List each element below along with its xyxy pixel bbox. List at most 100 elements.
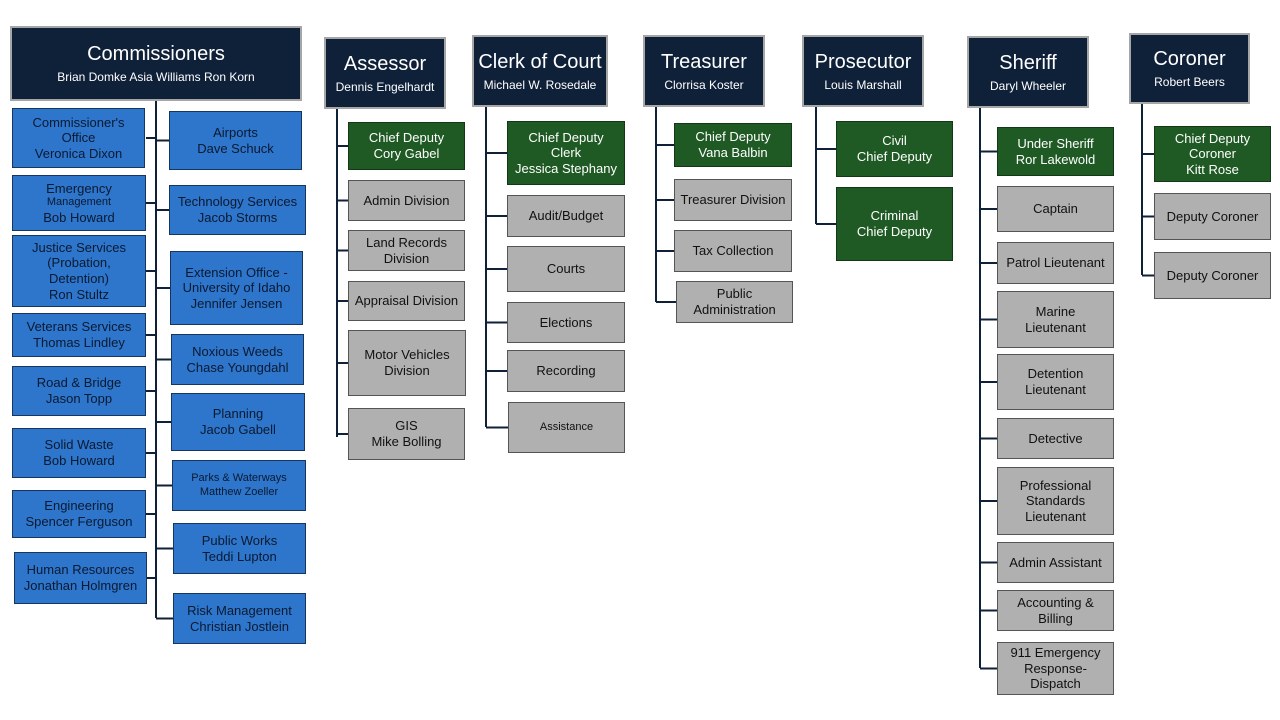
unit-label: Chief Deputy Clerk xyxy=(528,129,604,161)
unit-person: Matthew Zoeller xyxy=(199,485,279,498)
unit-public-administration: Public Administration xyxy=(676,281,793,323)
unit-person: Kitt Rose xyxy=(1186,161,1239,177)
unit-person: Cory Gabel xyxy=(373,146,440,161)
unit-label: Deputy Coroner xyxy=(1166,208,1259,224)
unit-label: Admin Assistant xyxy=(1009,554,1102,570)
unit-label: Courts xyxy=(546,261,586,277)
unit-person: Ror Lakewold xyxy=(1015,151,1096,167)
unit-label: 911 Emergency Response- Dispatch xyxy=(1010,645,1101,692)
unit-person: Mike Bolling xyxy=(371,434,442,449)
coroner-names: Robert Beers xyxy=(1154,75,1225,90)
unit-person: Dave Schuck xyxy=(197,140,274,156)
prosecutor-names: Louis Marshall xyxy=(824,77,902,92)
unit-recording: Recording xyxy=(507,350,625,392)
unit-person: Jacob Storms xyxy=(197,210,278,225)
unit-label: Audit/Budget xyxy=(528,208,604,224)
unit-sublabel: Management xyxy=(46,196,112,209)
commissioners-title: Commissioners xyxy=(87,43,225,66)
unit-label: Assistance xyxy=(539,420,594,433)
unit-courts: Courts xyxy=(507,246,625,292)
coroner-title: Coroner xyxy=(1153,48,1226,71)
unit-label: Justice Services (Probation, Detention) xyxy=(32,239,126,286)
unit-label: Motor Vehicles Division xyxy=(364,347,450,378)
unit-person: Bob Howard xyxy=(43,453,115,468)
unit-label: Planning xyxy=(212,406,264,422)
unit-label: Tax Collection xyxy=(692,243,774,259)
unit-patrol-lieutenant: Patrol Lieutenant xyxy=(997,242,1114,284)
assessor-title: Assessor xyxy=(343,52,427,75)
unit-motor-vehicles-division: Motor Vehicles Division xyxy=(348,330,466,396)
unit-label: Technology Services xyxy=(177,194,298,210)
unit-911-emergency-response-dispatch: 911 Emergency Response- Dispatch xyxy=(997,642,1114,695)
unit-person: Veronica Dixon xyxy=(34,145,123,161)
unit-label: Veterans Services xyxy=(26,319,132,335)
unit-label: Parks & Waterways xyxy=(191,472,287,485)
unit-criminal-chief-deputy: Criminal Chief Deputy xyxy=(836,187,953,261)
unit-label: Accounting & Billing xyxy=(1017,594,1094,626)
unit-admin-assistant: Admin Assistant xyxy=(997,542,1114,583)
unit-label: Road & Bridge xyxy=(36,375,122,391)
unit-label: Chief Deputy xyxy=(368,130,445,146)
sheriff-title: Sheriff xyxy=(999,51,1057,74)
unit-person: Christian Jostlein xyxy=(190,618,289,634)
unit-label: Public Administration xyxy=(693,286,776,317)
unit-admin-division: Admin Division xyxy=(348,180,465,221)
unit-appraisal-division: Appraisal Division xyxy=(348,281,465,321)
unit-label: Professional Standards Lieutenant xyxy=(1019,477,1092,524)
unit-captain: Captain xyxy=(997,186,1114,232)
unit-label: Engineering xyxy=(44,498,114,514)
unit-label: Commissioner's Office xyxy=(32,114,125,146)
unit-tax-collection: Tax Collection xyxy=(674,230,792,272)
unit-label: Recording xyxy=(536,363,596,379)
unit-label: Under Sheriff xyxy=(1017,135,1094,151)
unit-person: Jacob Gabell xyxy=(200,422,276,437)
unit-elections: Elections xyxy=(507,302,625,343)
clerk-title: Clerk of Court xyxy=(478,50,602,73)
unit-detention-lieutenant: Detention Lieutenant xyxy=(997,354,1114,410)
unit-label: Admin Division xyxy=(363,192,450,208)
unit-label: Chief Deputy Coroner xyxy=(1174,130,1251,162)
commissioners-names: Brian Domke Asia Williams Ron Korn xyxy=(57,70,255,85)
unit-audit-budget: Audit/Budget xyxy=(507,195,625,237)
clerk-names: Michael W. Rosedale xyxy=(483,77,597,92)
assessor-names: Dennis Engelhardt xyxy=(335,79,435,94)
unit-person: Spencer Ferguson xyxy=(25,514,133,529)
prosecutor-title: Prosecutor xyxy=(814,50,912,73)
unit-label: GIS xyxy=(395,418,418,434)
unit-label: Noxious Weeds xyxy=(192,343,283,359)
unit-person: Vana Balbin xyxy=(698,145,768,160)
unit-label: Emergency xyxy=(46,180,112,196)
unit-label: Solid Waste xyxy=(44,437,114,453)
sheriff-names: Daryl Wheeler xyxy=(989,78,1067,93)
unit-person: Jennifer Jensen xyxy=(190,295,283,311)
unit-label: Marine Lieutenant xyxy=(1025,303,1086,335)
unit-detective: Detective xyxy=(997,418,1114,459)
unit-label: Detective xyxy=(1028,430,1083,446)
unit-label: Extension Office - University of Idaho xyxy=(182,264,291,296)
unit-deputy-coroner: Deputy Coroner xyxy=(1154,193,1271,240)
unit-justice-services-probation-detention: Justice Services (Probation, Detention)R… xyxy=(12,235,146,307)
unit-person: Jason Topp xyxy=(45,391,113,406)
